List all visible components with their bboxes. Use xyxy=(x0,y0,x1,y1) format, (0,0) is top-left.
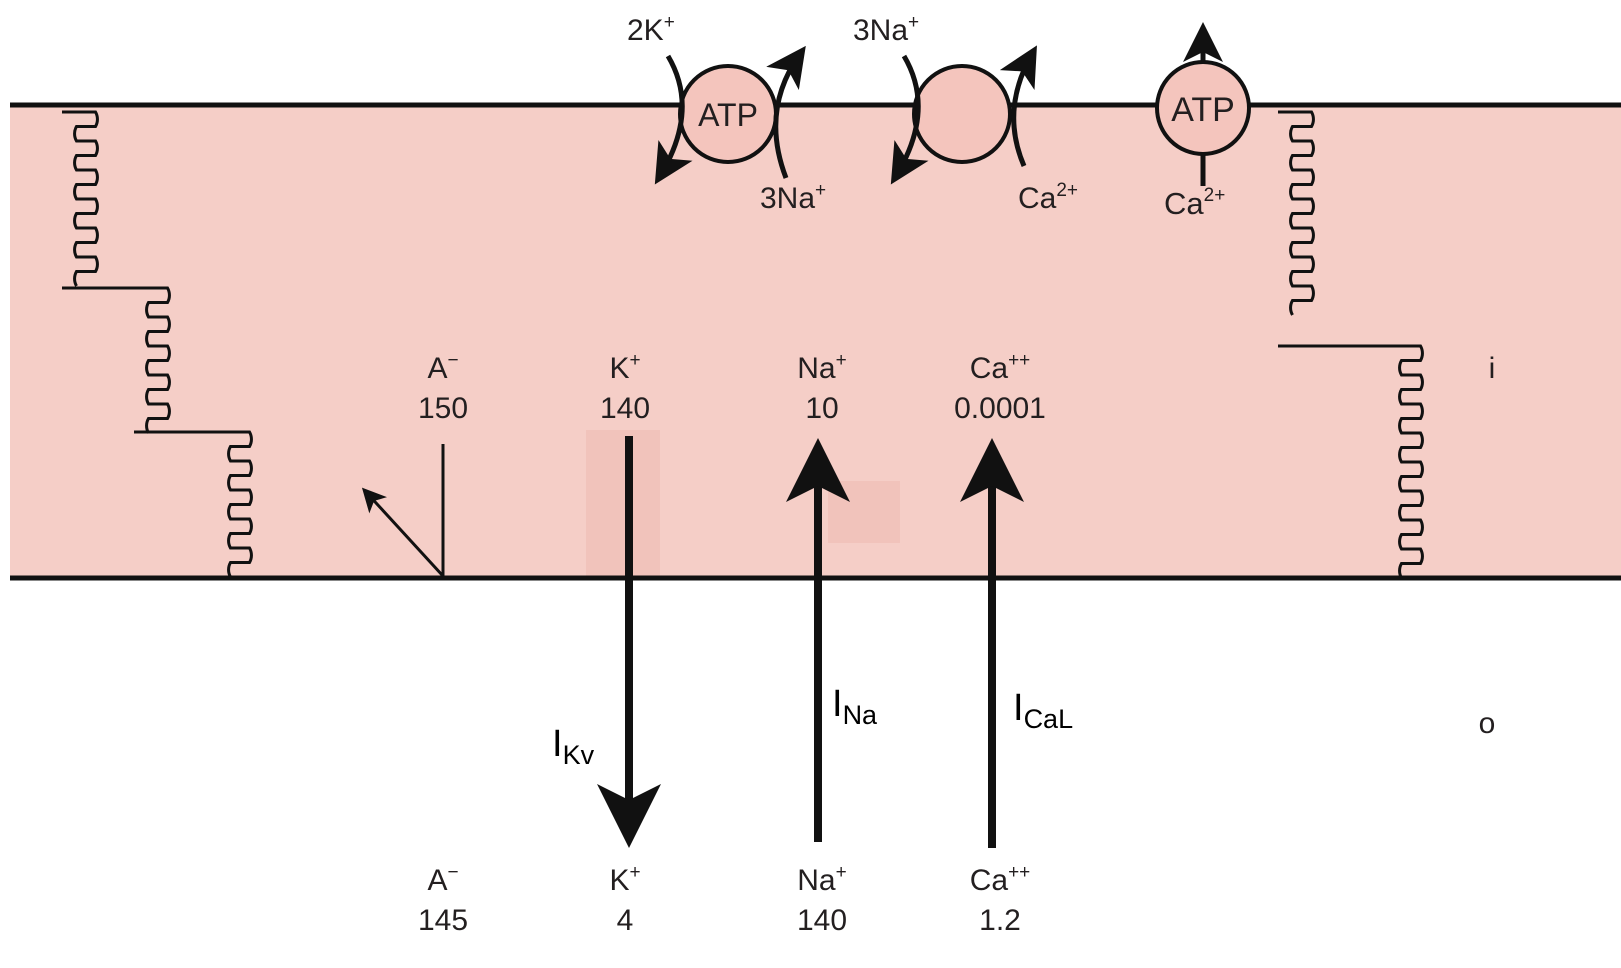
ion-concentration: 140 xyxy=(600,392,650,425)
anion-channel xyxy=(361,444,445,578)
exchanger-ion-label: Ca2+ xyxy=(1018,180,1078,215)
ikv-current-label: IKv xyxy=(552,723,595,770)
membrane-folds xyxy=(62,110,1424,579)
membrane-fold xyxy=(1387,344,1424,579)
ion-concentration: 10 xyxy=(805,392,838,425)
pump-ion-label: Ca2+ xyxy=(1164,185,1225,221)
inside-label: i xyxy=(1489,352,1496,385)
ion-name: Ca++ xyxy=(970,350,1031,385)
ion-concentration: 150 xyxy=(418,392,468,425)
outside-ion-table: A− 145 K+ 4 Na+ 140 Ca++ 1.2 xyxy=(418,862,1030,937)
ion-name: Na+ xyxy=(797,862,846,897)
ion-concentration: 1.2 xyxy=(979,904,1021,937)
cytoplasm-shade xyxy=(586,430,660,578)
atp-label: ATP xyxy=(698,97,758,133)
na-ca-exchanger: 3Na+ Ca2+ xyxy=(853,12,1078,215)
ion-name: A− xyxy=(427,862,458,897)
atp-label: ATP xyxy=(1171,91,1235,129)
ion-concentration: 140 xyxy=(797,904,847,937)
exchanger-ion-label: 3Na+ xyxy=(853,12,919,47)
ion-name: K+ xyxy=(609,862,640,897)
ion-concentration: 145 xyxy=(418,904,468,937)
ical-current-label: ICaL xyxy=(1013,687,1073,734)
ion-name: Na+ xyxy=(797,350,846,385)
membrane-fold xyxy=(134,286,171,434)
cytoplasm-shade xyxy=(828,481,900,543)
ion-name: Ca++ xyxy=(970,862,1031,897)
ion-name: A− xyxy=(427,350,458,385)
ion-name: K+ xyxy=(609,350,640,385)
inside-ion-table: A− 150 K+ 140 Na+ 10 Ca++ 0.0001 xyxy=(418,350,1046,425)
membrane-fold xyxy=(62,110,99,287)
outside-label: o xyxy=(1479,707,1496,740)
ca-atpase-pump: ATP Ca2+ xyxy=(1155,22,1251,221)
pump-ion-label: 2K+ xyxy=(627,12,675,47)
ion-concentration: 0.0001 xyxy=(954,392,1046,425)
membrane-fold xyxy=(1278,110,1315,316)
ion-concentration: 4 xyxy=(617,904,634,937)
membrane-fold xyxy=(216,430,253,578)
ina-current-label: INa xyxy=(832,683,878,730)
pump-ion-label: 3Na+ xyxy=(760,180,826,215)
na-k-atpase-pump: ATP 2K+ 3Na+ xyxy=(627,12,826,215)
